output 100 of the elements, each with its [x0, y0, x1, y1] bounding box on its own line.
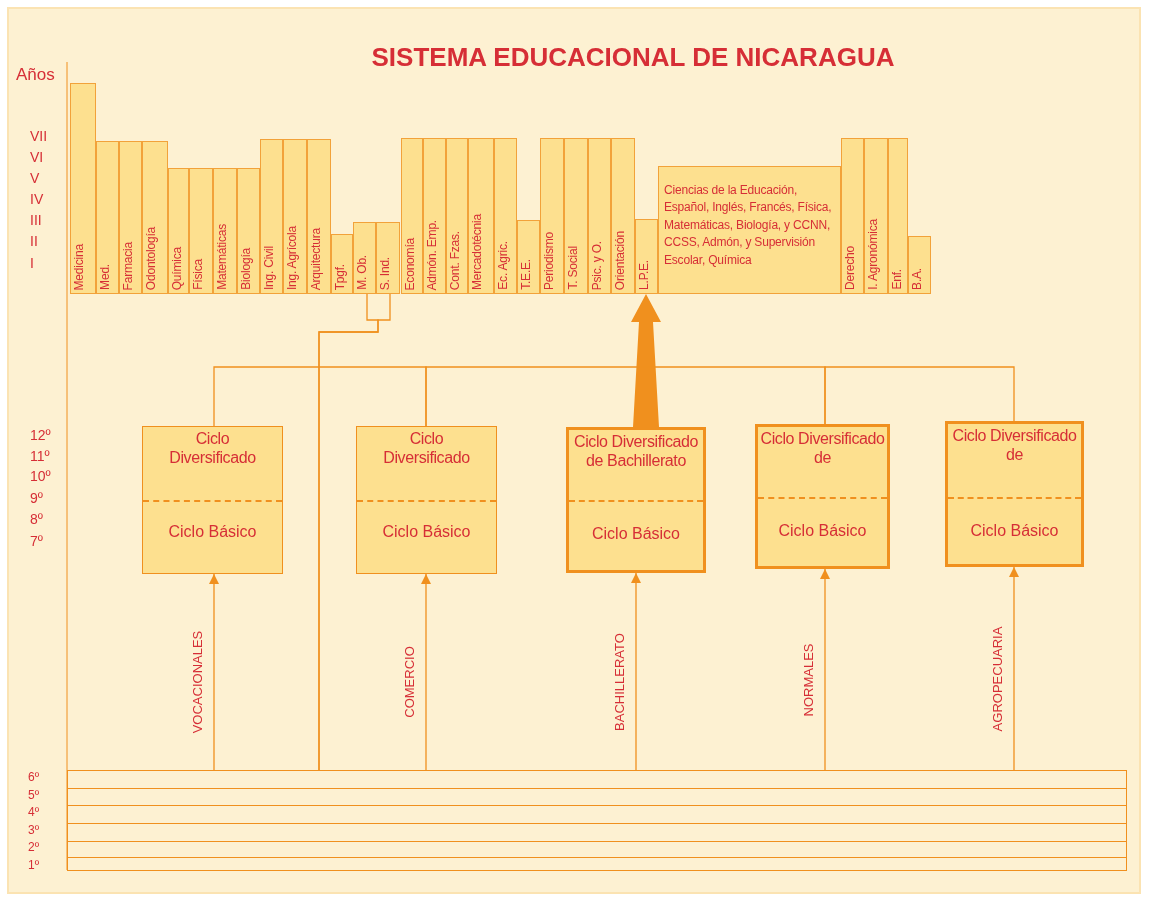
- program-name: T.E.E.: [520, 259, 532, 290]
- program-column: [888, 138, 908, 294]
- edge-label: AGROPECUARIA: [991, 626, 1004, 731]
- connector-line: [213, 366, 427, 427]
- program-column: [658, 166, 841, 294]
- cycle-name: Ciclo Diversificado de: [951, 426, 1078, 465]
- program-column: [70, 83, 96, 294]
- cycle-name: Ciclo Básico: [591, 525, 681, 543]
- program-column: [841, 138, 864, 294]
- program-name: Medicina: [73, 243, 85, 290]
- program-column: [564, 138, 588, 294]
- axis-title: Años: [16, 66, 55, 83]
- primary-grades-band: [67, 770, 1127, 871]
- grade-label: 8º: [30, 512, 43, 526]
- arrow: [631, 572, 641, 771]
- program-column: [540, 138, 564, 294]
- program-name: Orientación: [614, 230, 626, 290]
- connector-line: [318, 293, 391, 771]
- edge-label: VOCACIONALES: [191, 630, 204, 734]
- program-column: [213, 168, 237, 294]
- program-column: [142, 141, 168, 294]
- thick-arrow: [631, 294, 661, 427]
- program-name: Ing. Civil: [263, 246, 275, 290]
- program-name: Med.: [99, 264, 111, 290]
- program-column: [331, 234, 353, 294]
- program-name: Mercadotécnia: [471, 213, 483, 290]
- grade-label: 12º: [30, 428, 51, 442]
- grade-label: 9º: [30, 491, 43, 505]
- program-name: I. Agronómica: [867, 219, 879, 290]
- cycle-name: Ciclo Básico: [167, 523, 258, 541]
- program-name: Admón. Emp.: [426, 219, 438, 290]
- edge-label: NORMALES: [802, 643, 815, 716]
- school-cycle-box: [356, 426, 497, 574]
- school-cycle-box: [142, 426, 283, 574]
- grade-label: 5º: [28, 789, 40, 801]
- arrow: [209, 573, 219, 771]
- program-name: Arquitectura: [310, 227, 322, 290]
- program-column: [376, 222, 400, 294]
- grade-label: 11º: [30, 449, 50, 463]
- arrow: [421, 573, 431, 771]
- grade-label: 2º: [28, 841, 40, 853]
- connector-line: [824, 366, 1015, 425]
- program-name: Farmacia: [122, 241, 134, 290]
- program-name: Enf.: [891, 269, 903, 290]
- program-column: [307, 139, 331, 294]
- program-column: [611, 138, 635, 294]
- program-name: Derecho: [844, 246, 856, 290]
- grade-label: IV: [30, 192, 44, 206]
- program-column: [353, 222, 376, 294]
- program-column: [189, 168, 213, 294]
- grade-label: 6º: [28, 771, 40, 783]
- grade-label: 4º: [28, 806, 40, 818]
- program-column: [260, 139, 283, 294]
- program-name: Psic. y O.: [591, 240, 603, 290]
- program-column: [635, 219, 658, 294]
- grade-label: V: [30, 171, 40, 185]
- program-name: Economía: [404, 237, 416, 290]
- arrow: [820, 568, 830, 771]
- program-column: [168, 168, 189, 294]
- school-cycle-box: [755, 424, 890, 569]
- grade-label: I: [30, 256, 34, 270]
- cycle-name: Ciclo Básico: [969, 522, 1060, 540]
- diagram-title: SISTEMA EDUCACIONAL DE NICARAGUA: [370, 42, 896, 73]
- program-column: [494, 138, 517, 294]
- program-column: [588, 138, 611, 294]
- program-column: [119, 141, 142, 294]
- program-column: [517, 220, 540, 294]
- grade-label: 7º: [30, 534, 43, 548]
- program-column: [423, 138, 446, 294]
- program-list: Ciencias de la Educación, Español, Inglés, Francés, Física, Matemáticas, Biología, y CCNN, CCSS, Admón, y Supervisión Escolar, Química: [659, 167, 840, 269]
- cycle-name: Ciclo Básico: [777, 522, 868, 540]
- program-column: [401, 138, 423, 294]
- program-column: [96, 141, 119, 294]
- connector-line: [425, 366, 826, 427]
- program-name: Física: [192, 259, 204, 290]
- program-name: T. Social: [567, 246, 579, 290]
- program-name: Matemáticas: [216, 224, 228, 290]
- grade-label: VI: [30, 150, 44, 164]
- cycle-name: Ciclo Diversificado de: [759, 429, 886, 468]
- grade-label: VII: [30, 129, 48, 143]
- edge-label: BACHILLERATO: [613, 632, 626, 731]
- cycle-name: Ciclo Diversificado: [168, 429, 257, 468]
- program-column: [283, 139, 307, 294]
- program-name: Ec. Agric.: [497, 241, 509, 290]
- program-name: S. Ind.: [379, 256, 391, 290]
- program-name: Cont. Fzas.: [449, 230, 461, 290]
- arrow: [1009, 566, 1019, 771]
- program-column: [237, 168, 260, 294]
- cycle-name: Ciclo Diversificado: [382, 429, 471, 468]
- program-name: Química: [171, 246, 183, 290]
- grade-label: 3º: [28, 824, 40, 836]
- program-name: Odontología: [145, 226, 157, 290]
- grade-label: 10º: [30, 469, 51, 483]
- grade-label: 1º: [28, 859, 40, 871]
- program-column: [864, 138, 888, 294]
- program-name: M. Ob.: [356, 255, 368, 290]
- cycle-name: Ciclo Diversificado de Bachillerato: [573, 432, 699, 471]
- program-name: B.A.: [911, 268, 923, 290]
- program-name: Biología: [240, 248, 252, 290]
- grade-label: II: [30, 234, 38, 248]
